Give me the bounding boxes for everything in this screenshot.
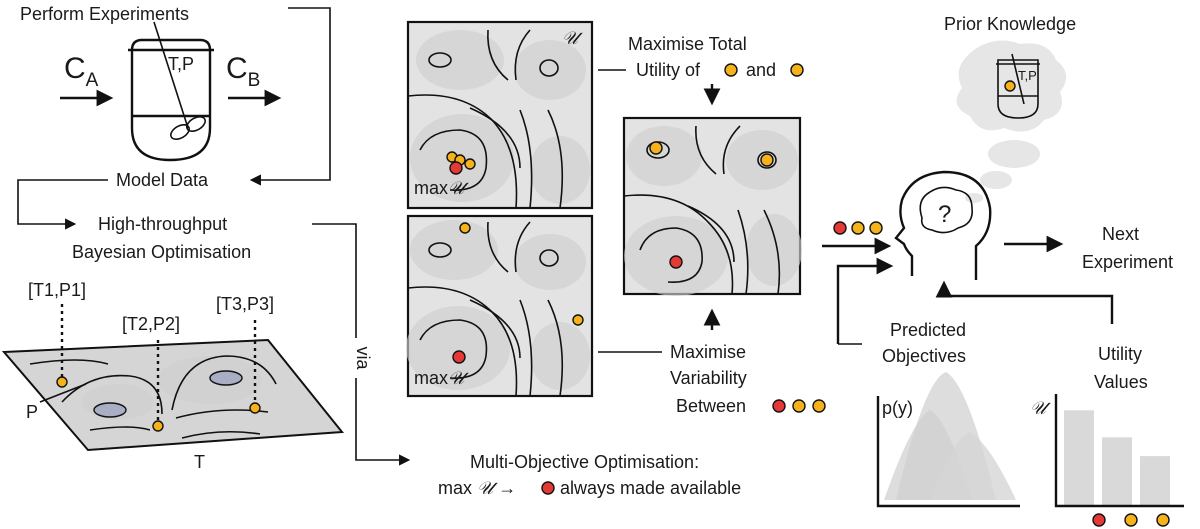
maxvar-line3: Between bbox=[676, 396, 746, 416]
map-top-max-label: max𝒰 bbox=[414, 178, 469, 199]
utility-map-bottom: max𝒰 bbox=[406, 214, 594, 398]
cb-label: CB bbox=[226, 52, 260, 91]
predicted-line1: Predicted bbox=[890, 320, 966, 340]
moo-line1: Multi-Objective Optimisation: bbox=[470, 452, 699, 472]
map-top-u: 𝒰 bbox=[562, 28, 583, 49]
moo-red-dot bbox=[541, 481, 555, 495]
maxvar-dot-2 bbox=[792, 399, 806, 413]
bottom-dot bbox=[1092, 513, 1106, 527]
utility-bar-chart: 𝒰 bbox=[1030, 394, 1184, 508]
utility-map-top: 𝒰 max𝒰 bbox=[406, 20, 594, 210]
py-label: p(y) bbox=[882, 398, 913, 418]
utility-line2: Values bbox=[1094, 372, 1148, 392]
sample-point-2-label: [T2,P2] bbox=[122, 314, 180, 334]
maxtot-dot-1 bbox=[724, 63, 738, 77]
axis-p-label: P bbox=[26, 402, 38, 422]
maxtot-line1: Maximise Total bbox=[628, 34, 747, 54]
thought-bubble: T,P bbox=[956, 40, 1067, 203]
utility-bar bbox=[1064, 410, 1094, 506]
utility-line1: Utility bbox=[1098, 344, 1142, 364]
utility-map-combined bbox=[622, 116, 802, 296]
axis-t-label: T bbox=[194, 452, 205, 472]
utility-axis-u: 𝒰 bbox=[1030, 398, 1051, 419]
maxvar-dot-3 bbox=[812, 399, 826, 413]
model-data-label: Model Data bbox=[116, 170, 209, 190]
p-axis bbox=[39, 383, 87, 403]
head-brain-icon: ? bbox=[894, 170, 992, 280]
map-bottom-max-label: max𝒰 bbox=[414, 368, 469, 389]
bottom-dots bbox=[1092, 513, 1170, 527]
distribution-plot: p(y) bbox=[876, 372, 1020, 508]
bottom-dot bbox=[1124, 513, 1138, 527]
maxtot-line2a: Utility of bbox=[636, 60, 701, 80]
input-dot-3 bbox=[869, 221, 883, 235]
sample-point-3-label: [T3,P3] bbox=[216, 294, 274, 314]
moo-line2-end: always made available bbox=[560, 478, 741, 498]
sample-2-dot bbox=[152, 420, 164, 432]
prior-tp-label: T,P bbox=[1018, 68, 1037, 83]
reactor-tp-label: T,P bbox=[168, 54, 194, 74]
next-line1: Next bbox=[1102, 224, 1139, 244]
ca-label: CA bbox=[64, 52, 99, 91]
sample-3-dot bbox=[249, 402, 261, 414]
prior-knowledge-label: Prior Knowledge bbox=[944, 14, 1076, 34]
perform-experiments-label: Perform Experiments bbox=[20, 4, 189, 24]
reactor-icon: T,P bbox=[128, 21, 214, 162]
input-dot-2 bbox=[851, 221, 865, 235]
maxvar-dot-1 bbox=[772, 399, 786, 413]
loop-arrow-to-model-data bbox=[249, 7, 331, 186]
predicted-to-head-arrow bbox=[836, 257, 894, 344]
next-line2: Experiment bbox=[1082, 252, 1173, 272]
moo-line2: max 𝒰 → bbox=[438, 478, 516, 499]
hto-line1: High-throughput bbox=[98, 214, 227, 234]
utility-bar bbox=[1140, 456, 1170, 506]
maxvar-line2: Variability bbox=[670, 368, 747, 388]
question-mark: ? bbox=[938, 201, 951, 228]
utility-to-head-arrow bbox=[935, 280, 1114, 324]
parameter-surface bbox=[1, 338, 344, 452]
hto-line2: Bayesian Optimisation bbox=[72, 242, 251, 262]
sample-1-dot bbox=[56, 376, 68, 388]
via-label: via bbox=[353, 346, 373, 370]
bottom-dot bbox=[1156, 513, 1170, 527]
maxvar-line1: Maximise bbox=[670, 342, 746, 362]
model-data-to-hto-arrow bbox=[17, 179, 108, 230]
sample-point-1-label: [T1,P1] bbox=[28, 280, 86, 300]
predicted-line2: Objectives bbox=[882, 346, 966, 366]
utility-bar bbox=[1102, 437, 1132, 506]
input-dot-1 bbox=[833, 221, 847, 235]
maxtot-dot-2 bbox=[790, 63, 804, 77]
maxtot-line2b: and bbox=[746, 60, 776, 80]
